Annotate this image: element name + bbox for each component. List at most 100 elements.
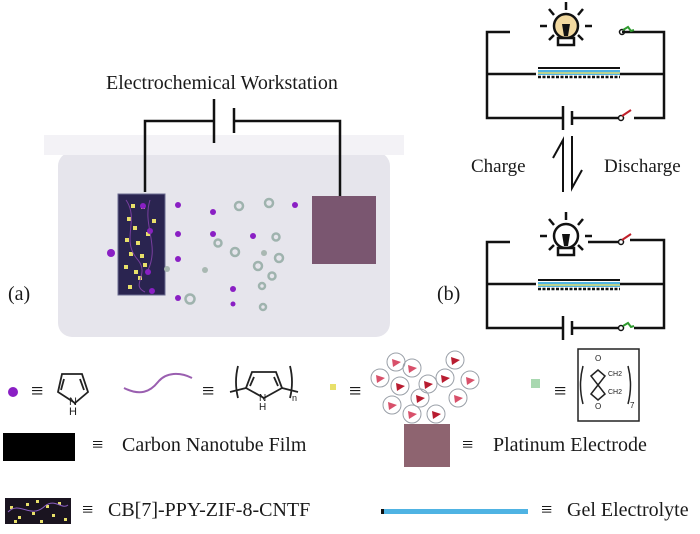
- zn-node: [408, 365, 417, 373]
- cb7-ring: [273, 252, 285, 264]
- composite-dot: [40, 520, 43, 523]
- composite-chain: [7, 502, 69, 513]
- legend-polypyrrole-curve: [123, 372, 193, 394]
- workstation-wire-left: [143, 119, 214, 192]
- zif-ring: [418, 374, 438, 394]
- cb7-ring: [267, 271, 277, 281]
- zif-particle: [127, 217, 131, 221]
- monomer-particle: [140, 203, 146, 209]
- legend-composite-dots: [7, 500, 69, 523]
- working-electrode-contents: [124, 199, 156, 294]
- zn-node: [454, 395, 463, 403]
- zif-ring: [460, 370, 480, 390]
- equiv-symbol-4: ≡: [554, 378, 567, 403]
- zif-particle: [136, 241, 140, 245]
- legend-platinum-rect: [404, 424, 450, 467]
- reversible-arrows: [552, 136, 583, 192]
- legend-gel-label: Gel Electrolyte: [567, 499, 689, 521]
- legend-cntf-rect: [3, 433, 75, 461]
- zif-particle: [133, 226, 137, 230]
- monomer-particle: [210, 231, 216, 237]
- cb7-particle: [202, 267, 208, 273]
- zif-particle: [146, 232, 150, 236]
- cb7-ring: [252, 260, 264, 272]
- cb7-ring: [229, 246, 241, 258]
- monomer-particle: [292, 202, 298, 208]
- cb7-subscript: 7: [630, 401, 635, 410]
- charge-label: Charge: [471, 156, 526, 177]
- zn-node: [376, 375, 385, 383]
- zif-ring: [448, 388, 468, 408]
- cb7-structure-icon: [577, 348, 640, 422]
- legend-gel-bar: [381, 509, 528, 514]
- composite-dot: [14, 520, 17, 523]
- legend-platinum-label: Platinum Electrode: [493, 434, 647, 456]
- zn-node: [451, 357, 460, 365]
- zif8-structure-icon: [370, 350, 480, 424]
- zn-node: [441, 375, 450, 383]
- cb7-ring: [184, 293, 196, 305]
- equiv-symbol-7: ≡: [82, 499, 94, 521]
- composite-dot: [64, 518, 67, 521]
- bulb-switch-closed: [622, 25, 635, 33]
- zn-node: [388, 402, 397, 410]
- zn-node: [424, 381, 433, 389]
- monomer-particle: [175, 231, 181, 237]
- zif-ring: [445, 350, 465, 370]
- equiv-symbol-5: ≡: [92, 434, 104, 456]
- zif-particle: [124, 265, 128, 269]
- cb7-ring: [233, 200, 245, 212]
- monomer-particle: [230, 286, 236, 292]
- legend-cb7-square: [531, 379, 540, 388]
- zif-ring: [386, 352, 406, 372]
- monomer-particle: [230, 301, 236, 307]
- cb7-ch2-top: CH2: [608, 371, 623, 378]
- zn-node: [396, 383, 405, 391]
- cb7-particle: [164, 266, 170, 272]
- zif-particle: [138, 276, 142, 280]
- legend-cntf-label: Carbon Nanotube Film: [122, 434, 307, 456]
- monomer-particle: [175, 295, 181, 301]
- battery-switch-closed: [622, 321, 635, 329]
- monomer-particle: [210, 209, 216, 215]
- pyrrole-n-label: N: [69, 396, 77, 408]
- cb7-ch2-bottom: CH2: [608, 389, 623, 396]
- zif-particle: [152, 219, 156, 223]
- cb7-o-top: O: [595, 354, 602, 363]
- zif-particle: [125, 238, 129, 242]
- zn-node: [466, 377, 475, 385]
- monomer-particle: [250, 233, 256, 239]
- polymer-chain: [125, 199, 146, 293]
- zn-node: [416, 395, 425, 403]
- composite-dot: [32, 512, 35, 515]
- workstation-wire-right: [234, 119, 342, 196]
- cb7-ring: [257, 281, 267, 291]
- cb7-particle: [261, 250, 267, 256]
- equiv-symbol-1: ≡: [31, 378, 44, 403]
- composite-dot: [58, 502, 61, 505]
- composite-dot: [36, 500, 39, 503]
- zif-ring: [426, 404, 446, 424]
- legend-zif-square: [330, 384, 336, 390]
- bottom-circuit: [485, 212, 666, 340]
- zif-ring: [370, 368, 390, 388]
- battery-switch-pivot: [617, 114, 625, 122]
- panel-a-label: (a): [8, 283, 31, 305]
- zn-node: [432, 411, 441, 419]
- bulb-switch-open: [621, 233, 632, 241]
- zif-ring: [402, 404, 422, 424]
- zn-node: [408, 411, 417, 419]
- equiv-symbol-8: ≡: [541, 499, 553, 521]
- workstation-label: Electrochemical Workstation: [106, 72, 338, 94]
- composite-dot: [52, 514, 55, 517]
- electrolyte-bath-top: [44, 135, 404, 155]
- battery-switch-open: [621, 109, 632, 117]
- monomer-particle: [175, 256, 181, 262]
- polymer-chain: [147, 199, 153, 271]
- bulb-icon-off: [540, 212, 592, 257]
- zif-particle: [129, 252, 133, 256]
- polypyrrole-n-label: N: [259, 393, 267, 404]
- composite-dot: [10, 506, 13, 509]
